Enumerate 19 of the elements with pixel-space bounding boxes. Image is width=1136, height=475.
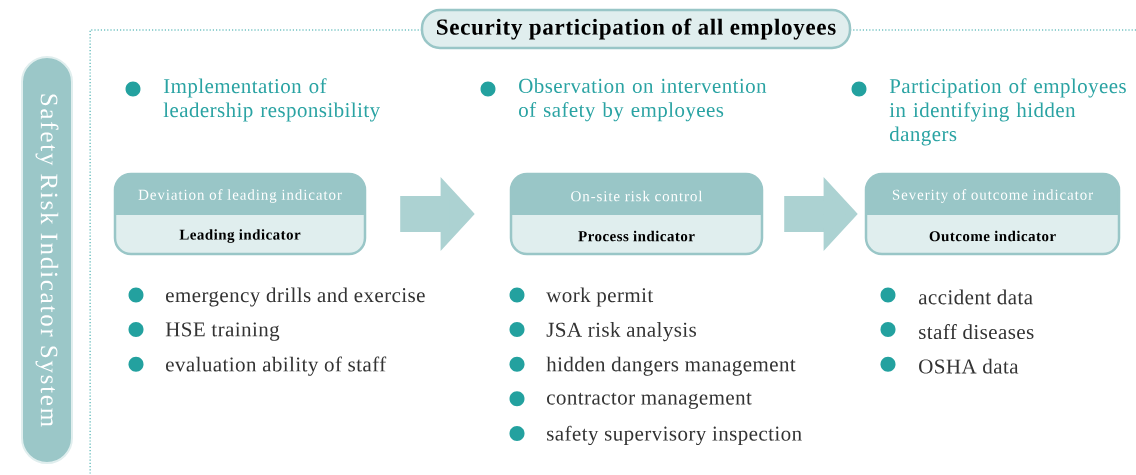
indicator-box: Deviation of leading indicator Leading indicator [113,172,367,256]
list-item: safety supervisory inspection [547,425,802,446]
list-item: work permit [546,287,654,307]
list-item: accident data [918,289,1033,305]
list-item: staff diseases [919,324,1034,340]
heading-text: Participation of employees in identifying hidden dangers [889,78,1126,146]
list-item: OSHA data [919,358,1019,374]
list-item: contractor management [547,392,752,409]
list-item: evaluation ability of staff [166,356,387,376]
list-item: hidden dangers management [546,356,796,376]
vertical-band: Safety Risk Indicator System [21,56,73,464]
heading-text: Observation on intervention of safety by employees [519,78,767,122]
title-pill: Security participation of all employees [420,8,852,50]
list-item: emergency drills and exercise [166,287,425,307]
list-item: HSE training [165,322,280,341]
indicator-box: On-site risk control Process indicator [509,172,764,256]
list-item: JSA risk analysis [546,322,696,342]
indicator-box: Severity of outcome indicator Outcome indicator [864,172,1121,256]
heading-text: Implementation of leadership responsibility [163,78,380,122]
